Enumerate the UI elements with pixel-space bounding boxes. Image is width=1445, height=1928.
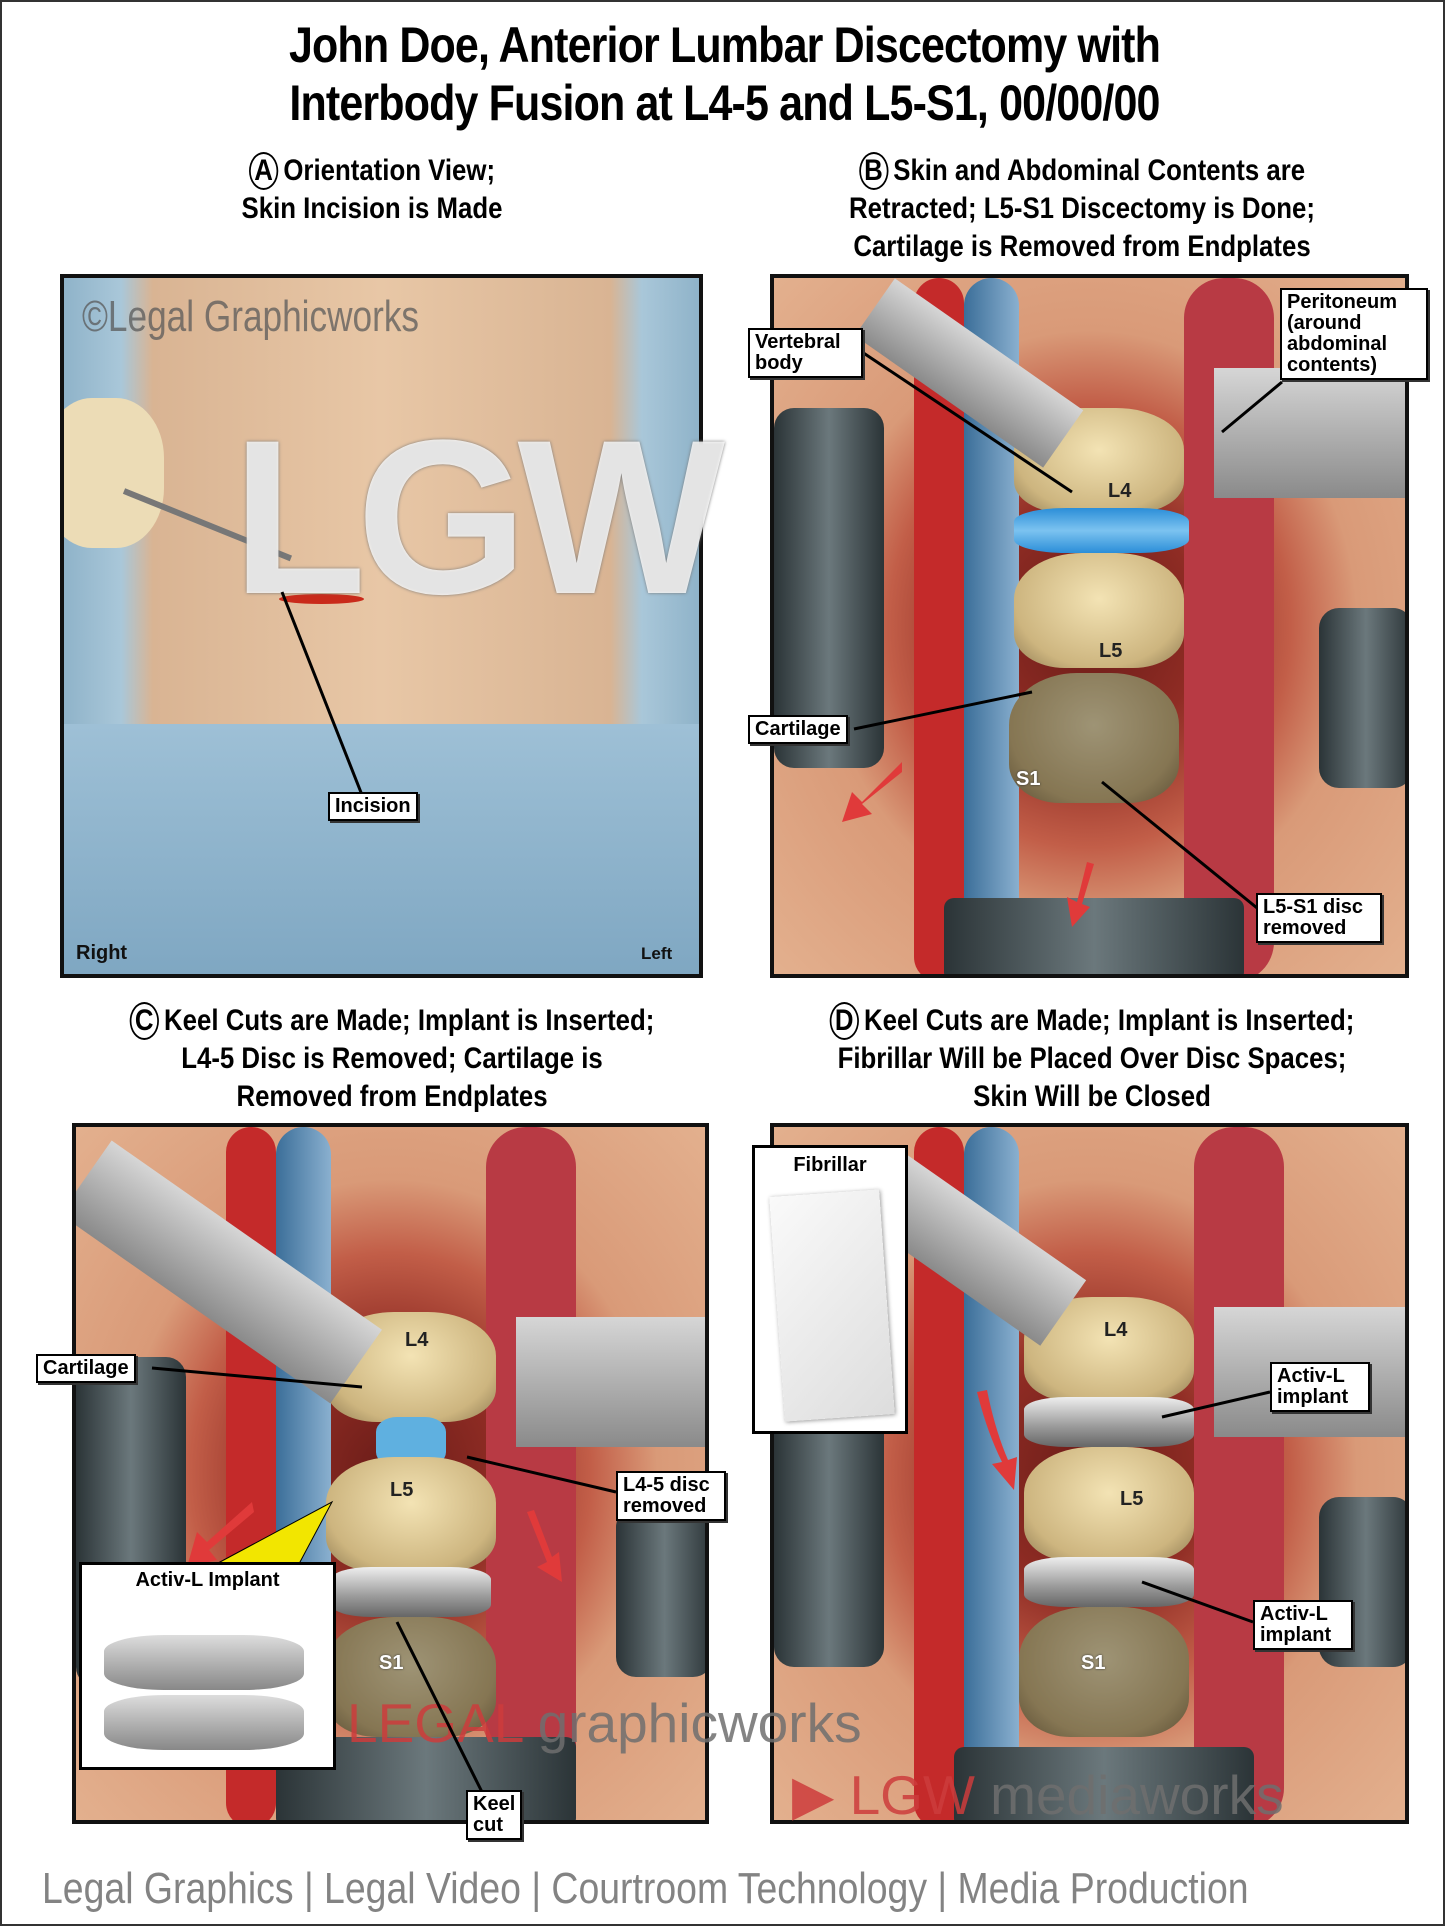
footer-watermark: Legal Graphics | Legal Video | Courtroom…: [42, 1864, 1249, 1913]
label-l5: L5: [390, 1479, 414, 1501]
retractor-blade: [1319, 608, 1405, 788]
label-peritoneum: Peritoneum (around abdominal contents): [1280, 288, 1428, 380]
heading-line: Orientation View;: [283, 154, 496, 187]
heading-line: Removed from Endplates: [236, 1080, 548, 1113]
heading-line: Skin Incision is Made: [241, 192, 503, 225]
fibrillar-pad: [769, 1189, 895, 1422]
label-cartilage: Cartilage: [748, 715, 848, 744]
retractor-blade: [774, 408, 884, 768]
panel-a-letter: A: [248, 152, 279, 190]
label-implant-upper: Activ-L implant: [1270, 1362, 1370, 1412]
brand-red: LEGAL: [347, 1692, 523, 1754]
heading-line: Keel Cuts are Made; Implant is Inserted;: [164, 1004, 655, 1037]
fibrillar-inset: Fibrillar: [752, 1145, 908, 1434]
label-s1: S1: [1081, 1652, 1106, 1674]
page-title: John Doe, Anterior Lumbar Discectomy wit…: [103, 16, 1346, 132]
heading-line: Retracted; L5-S1 Discectomy is Done;: [849, 192, 1315, 225]
activ-l-implant-inset: Activ-L Implant: [79, 1562, 336, 1770]
implant-lower: [1024, 1557, 1194, 1607]
brand-grey: graphicworks: [537, 1692, 862, 1754]
retractor-blade: [944, 898, 1244, 974]
label-vertebral-body: Vertebral body: [748, 328, 863, 378]
surgical-drape: [64, 724, 699, 974]
heading-line: Skin Will be Closed: [973, 1080, 1211, 1113]
label-l5: L5: [1099, 640, 1123, 662]
label-l4: L4: [405, 1329, 429, 1351]
label-l4: L4: [1104, 1319, 1128, 1341]
retractor: [516, 1317, 705, 1447]
heading-line: Keel Cuts are Made; Implant is Inserted;: [864, 1004, 1355, 1037]
artery: [1194, 1127, 1284, 1820]
heading-line: Cartilage is Removed from Endplates: [853, 230, 1311, 263]
fibrillar-title: Fibrillar: [793, 1154, 867, 1176]
label-s1: S1: [1016, 768, 1041, 790]
label-s1: S1: [379, 1652, 404, 1674]
label-l4: L4: [1108, 480, 1132, 502]
retractor-blade: [954, 1747, 1254, 1820]
title-line-2: Interbody Fusion at L4-5 and L5-S1, 00/0…: [289, 75, 1160, 131]
disc-l4-5: [1014, 508, 1189, 553]
retractor: [1214, 368, 1405, 498]
vertebra-l5: [1014, 553, 1184, 668]
implant-upper: [1024, 1397, 1194, 1447]
lgw-watermark: LGW: [232, 394, 725, 640]
implant: [331, 1567, 491, 1617]
label-implant-lower: Activ-L implant: [1253, 1600, 1353, 1650]
heading-line: Fibrillar Will be Placed Over Disc Space…: [837, 1042, 1347, 1075]
sacrum-s1: [1019, 1607, 1189, 1737]
panel-b-letter: B: [858, 152, 889, 190]
inset-title: Activ-L Implant: [135, 1569, 280, 1591]
label-left: Left: [641, 944, 673, 963]
label-cartilage: Cartilage: [36, 1354, 136, 1383]
vertebra-l5: [326, 1457, 496, 1572]
label-right: Right: [76, 942, 128, 964]
panel-c-letter: C: [129, 1002, 159, 1040]
label-incision: Incision: [328, 792, 418, 821]
lgw-mediaworks-watermark: ▶ LGW mediaworks: [792, 1764, 1284, 1826]
panel-d-letter: D: [829, 1002, 859, 1040]
label-l5: L5: [1120, 1488, 1144, 1510]
label-keel-cut: Keel cut: [466, 1790, 522, 1840]
retractor-blade: [616, 1507, 705, 1677]
implant-upper-plate: [104, 1635, 304, 1690]
heading-line: L4-5 Disc is Removed; Cartilage is: [181, 1042, 603, 1075]
label-disc-removed: L5-S1 disc removed: [1256, 893, 1382, 943]
navel: [374, 468, 388, 490]
heading-line: Skin and Abdominal Contents are: [893, 154, 1306, 187]
title-line-1: John Doe, Anterior Lumbar Discectomy wit…: [288, 17, 1161, 73]
panel-a-orientation-illustration: [60, 274, 703, 978]
brand-grey: mediaworks: [990, 1764, 1284, 1826]
vertebra-l5: [1024, 1447, 1194, 1562]
label-disc-removed: L4-5 disc removed: [616, 1471, 726, 1521]
brand-red: LGW: [849, 1764, 975, 1826]
legal-graphicworks-watermark: LEGAL graphicworks: [347, 1692, 862, 1754]
gloved-hand: [64, 398, 164, 548]
implant-lower-plate: [104, 1695, 304, 1750]
